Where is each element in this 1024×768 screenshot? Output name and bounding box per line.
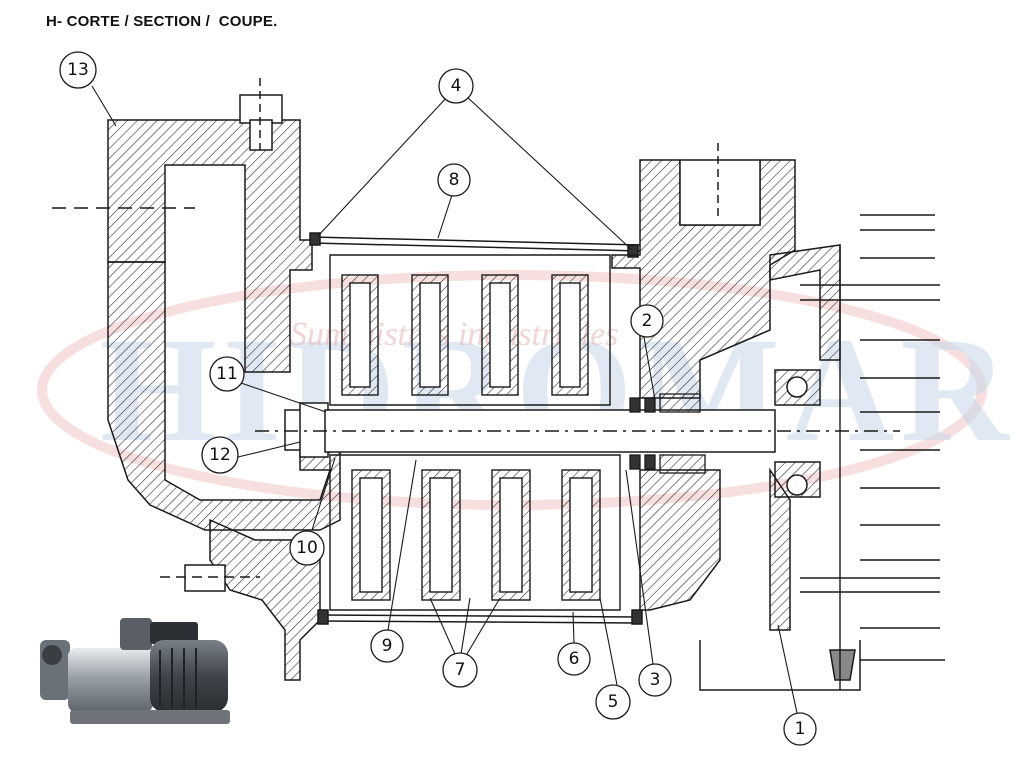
drawing-title: H- CORTE / SECTION / COUPE.	[46, 13, 278, 30]
leader-lines	[91, 85, 798, 714]
svg-text:13: 13	[67, 60, 89, 80]
callout-7: 7	[442, 652, 478, 688]
callout-12: 12	[201, 436, 239, 474]
callout-13: 13	[59, 51, 97, 89]
outer-sleeve	[309, 232, 643, 625]
discharge-housing	[611, 143, 861, 691]
callout-1: 1	[783, 712, 817, 746]
pump-photo	[30, 600, 245, 760]
svg-text:9: 9	[382, 636, 393, 656]
motor-fins	[800, 214, 945, 690]
callouts: 13 4 8 2 11 12 10 9 7 6 5 3 1	[59, 51, 817, 746]
callout-3: 3	[638, 663, 672, 697]
svg-text:8: 8	[449, 170, 460, 190]
svg-text:3: 3	[650, 670, 661, 690]
callout-11: 11	[209, 356, 245, 392]
callout-4: 4	[438, 68, 474, 104]
callout-10: 10	[289, 530, 325, 566]
callout-6: 6	[557, 642, 591, 676]
stage-diffusers-lower	[329, 454, 621, 611]
svg-text:11: 11	[216, 364, 238, 384]
suction-housing	[52, 78, 341, 681]
svg-text:7: 7	[455, 660, 466, 680]
svg-text:6: 6	[569, 649, 580, 669]
callout-8: 8	[437, 163, 471, 197]
shaft	[255, 402, 900, 458]
stage-diffusers-upper	[329, 254, 611, 406]
svg-text:2: 2	[642, 311, 653, 331]
svg-text:5: 5	[608, 692, 619, 712]
svg-text:10: 10	[296, 538, 318, 558]
callout-2: 2	[630, 304, 664, 338]
callout-5: 5	[595, 684, 631, 720]
callout-9: 9	[370, 629, 404, 663]
svg-text:12: 12	[209, 445, 231, 465]
svg-text:4: 4	[451, 76, 462, 96]
svg-text:1: 1	[795, 719, 806, 739]
